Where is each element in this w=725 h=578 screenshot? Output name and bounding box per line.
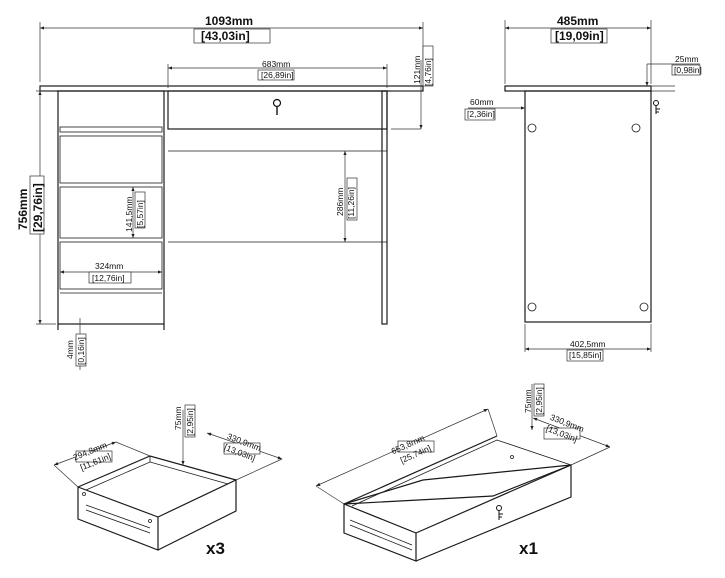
- lock-icon: [272, 98, 282, 115]
- drawer-height-in: [4,76in]: [423, 58, 433, 86]
- drawer-width-in: [26,89in]: [261, 70, 294, 80]
- back-offset-mm: 60mm: [470, 97, 494, 107]
- small-drawer-count: x3: [206, 539, 225, 558]
- drawer-height-mm: 121mm: [412, 55, 422, 84]
- gap-in: [0,16in]: [76, 337, 86, 365]
- top-thickness-mm: 25mm: [675, 54, 699, 64]
- side-width-in: [12,76in]: [92, 273, 125, 283]
- gap-mm: 4mm: [65, 340, 75, 359]
- top-thickness-in: [0,98in]: [674, 65, 702, 75]
- opening-height-in: [11,26in]: [346, 187, 356, 219]
- back-offset-in: [2,36in]: [467, 109, 495, 119]
- opening-height-mm: 286mm: [335, 187, 345, 216]
- base-width-mm: 402,5mm: [570, 339, 606, 349]
- small-drawer-height-mm: 75mm: [173, 406, 183, 430]
- large-drawer-height-in: [2,95in]: [534, 387, 544, 415]
- desk-side-view: [464, 20, 701, 362]
- key-icon: [653, 100, 660, 114]
- front-height-mm: 756mm: [16, 188, 30, 230]
- small-drawer-height-in: [2,95in]: [185, 408, 195, 436]
- side-width-mm: 324mm: [95, 261, 124, 271]
- side-drawer-height-mm: 141,5mm: [124, 196, 134, 232]
- drawer-width-mm: 683mm: [262, 59, 291, 69]
- base-width-in: [15,85in]: [569, 350, 602, 360]
- side-depth-mm: 485mm: [557, 14, 599, 28]
- front-height-in: [29,76in]: [31, 183, 45, 232]
- desk-front-view: [29, 22, 434, 370]
- small-drawer-illustration: [53, 404, 283, 551]
- large-drawer-illustration: [315, 383, 611, 562]
- side-depth-in: [19,09in]: [555, 29, 604, 43]
- drawer-lock-icon: [496, 505, 503, 520]
- front-width-mm: 1093mm: [205, 14, 254, 28]
- large-drawer-height-mm: 75mm: [523, 389, 533, 413]
- side-drawer-height-in: [5,57in]: [135, 200, 145, 228]
- front-width-in: [43,03in]: [201, 29, 250, 43]
- large-drawer-count: x1: [519, 539, 538, 558]
